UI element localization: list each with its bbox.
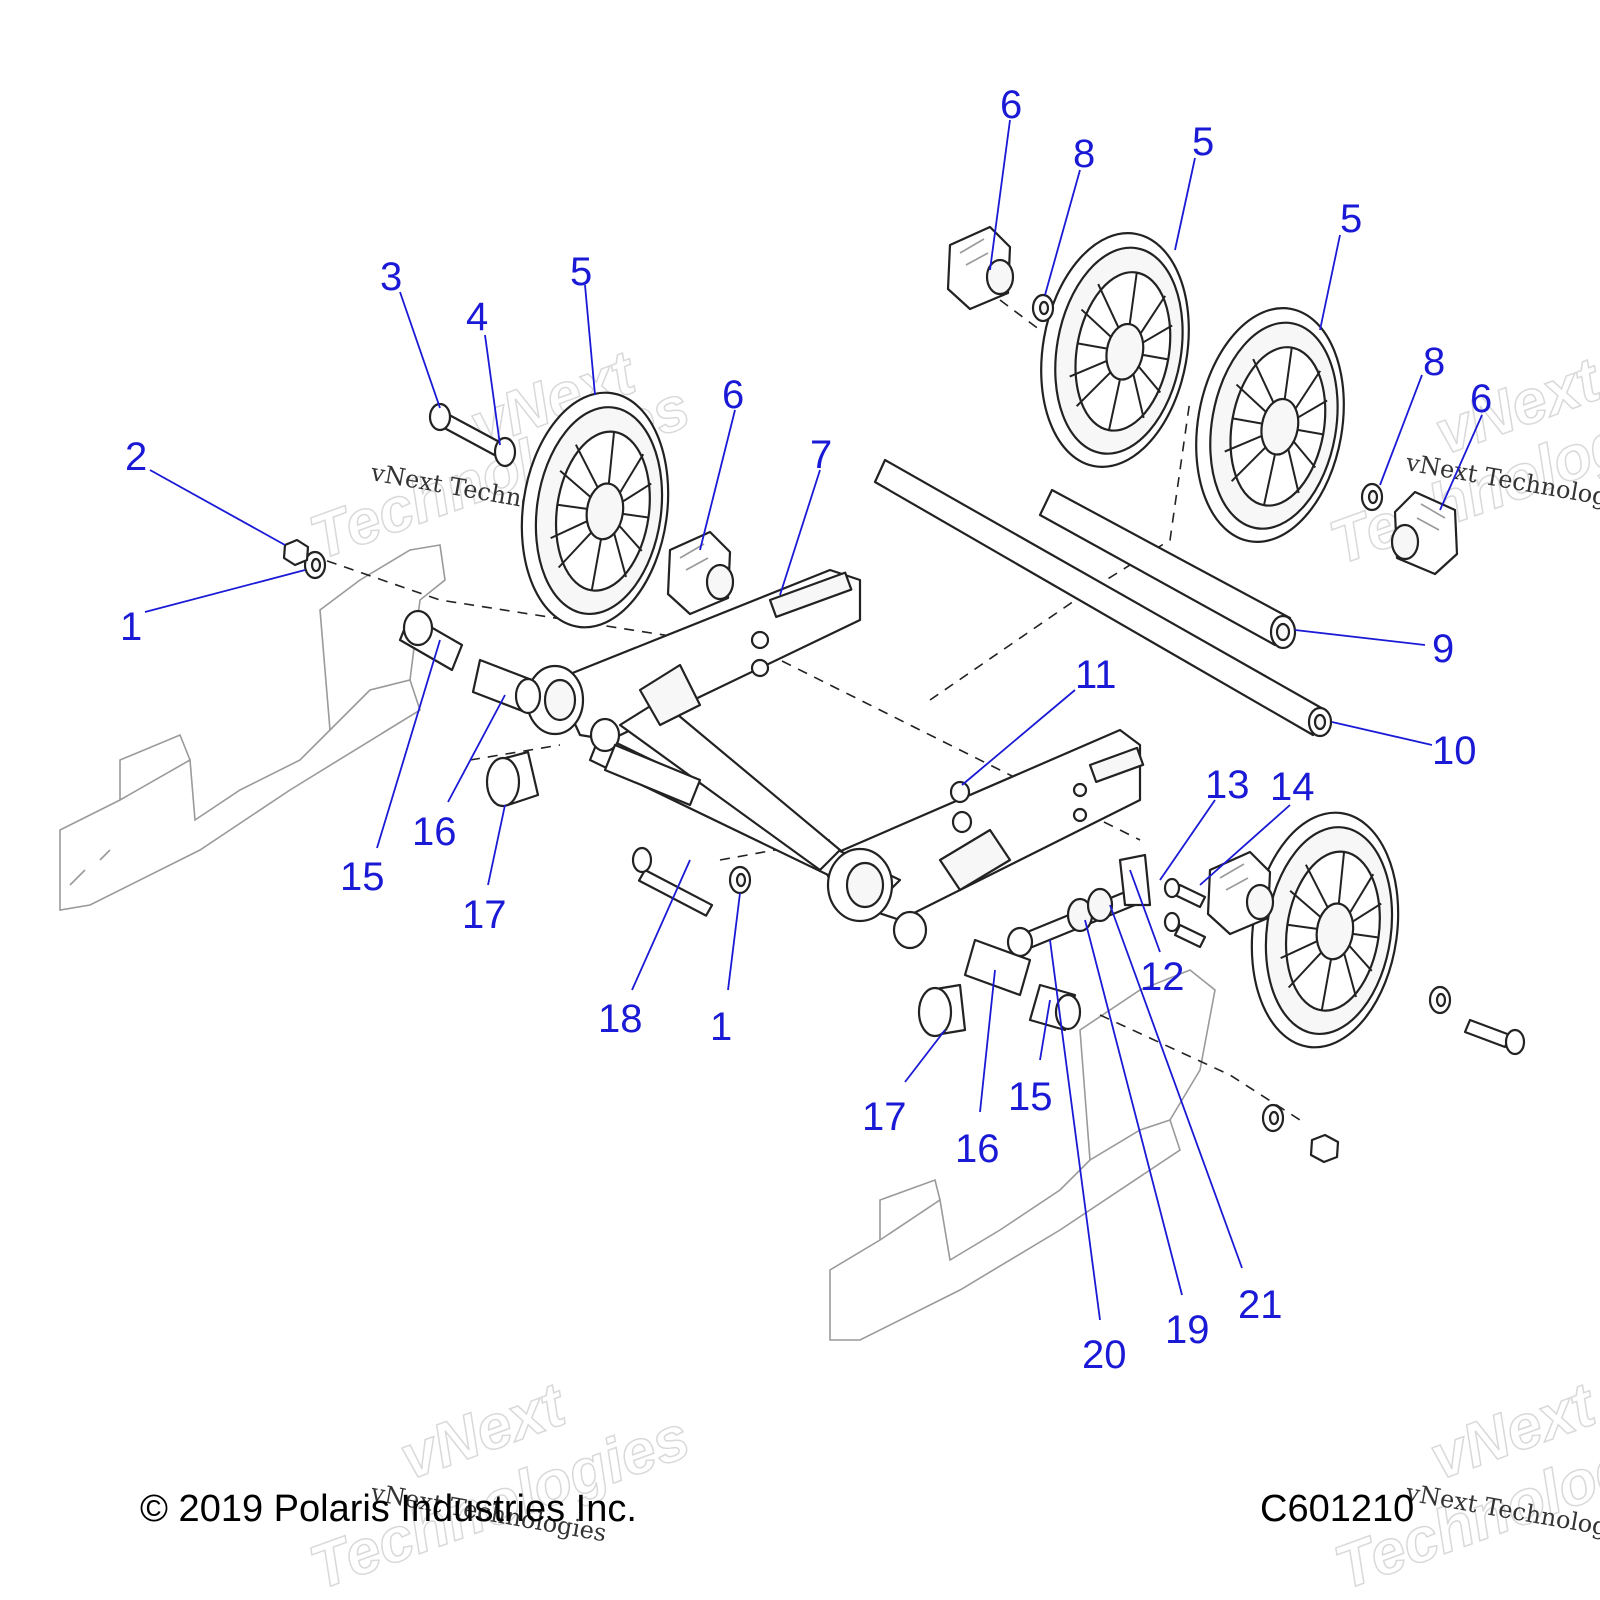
callout-14: 14: [1270, 765, 1315, 809]
callout-20: 20: [1082, 1333, 1127, 1377]
washer-8-right: [1360, 482, 1384, 512]
callout-5c: 5: [1340, 197, 1362, 241]
bushing-15-right: [1028, 983, 1082, 1032]
callout-labels: 1 1 2 3 4 5 5 5 6 6 6 7 8 8 9 10 11 12 1…: [120, 83, 1492, 1377]
callout-19: 19: [1165, 1308, 1210, 1352]
callout-17b: 17: [862, 1095, 907, 1139]
callout-5a: 5: [570, 250, 592, 294]
callout-4: 4: [466, 295, 488, 339]
leader-lines: [144, 119, 1483, 1321]
callout-2: 2: [125, 435, 147, 479]
shock-bolt-19-20-21: [1006, 853, 1152, 958]
wheel-lower-right: [1236, 802, 1414, 1058]
bolts-13-14: [1163, 877, 1207, 949]
copyright-text: © 2019 Polaris Industries Inc.: [140, 1488, 637, 1530]
bolt-lower-right: [1463, 1018, 1526, 1056]
washer-bottom-right: [1261, 1103, 1285, 1133]
callout-8b: 8: [1423, 340, 1445, 384]
rod-10: [873, 458, 1333, 738]
bushing-16-right: [963, 938, 1032, 997]
callout-12: 12: [1140, 955, 1185, 999]
bushing-15-left: [398, 609, 464, 672]
washer-8-top: [1031, 293, 1055, 323]
diagram-code: C601210: [1260, 1488, 1415, 1530]
callout-1b: 1: [710, 1005, 732, 1049]
callout-16a: 16: [412, 810, 457, 854]
callout-3: 3: [380, 255, 402, 299]
nut-bottom-right: [1309, 1133, 1340, 1164]
callout-1a: 1: [120, 605, 142, 649]
callout-6a: 6: [722, 373, 744, 417]
callout-6c: 6: [1470, 377, 1492, 421]
callout-15a: 15: [340, 855, 385, 899]
callout-9: 9: [1432, 627, 1454, 671]
right-rail-phantom: [829, 969, 1216, 1341]
bushing-17-left: [485, 750, 540, 808]
bushing-17-right: [917, 983, 967, 1038]
callout-13: 13: [1205, 763, 1250, 807]
bushing-16-left: [471, 658, 542, 715]
swing-arm-7: [525, 568, 1145, 950]
callout-11: 11: [1075, 653, 1117, 697]
callout-17a: 17: [462, 893, 507, 937]
callout-18: 18: [598, 997, 643, 1041]
callout-15b: 15: [1008, 1075, 1053, 1119]
nut-11: [949, 780, 973, 834]
callout-10: 10: [1432, 729, 1477, 773]
bracket-6-top: [946, 225, 1015, 311]
callout-5b: 5: [1192, 120, 1214, 164]
callout-16b: 16: [955, 1127, 1000, 1171]
callout-8a: 8: [1073, 132, 1095, 176]
wheel-5-top-a: [1022, 220, 1208, 480]
callout-21: 21: [1238, 1283, 1283, 1327]
callout-7: 7: [810, 433, 832, 477]
rod-9: [1038, 488, 1297, 650]
washer-1-lower: [728, 865, 752, 895]
left-rail-phantom: [59, 544, 446, 911]
callout-6b: 6: [1000, 83, 1022, 127]
bolt-3: [428, 402, 517, 468]
washer-lower-right: [1428, 985, 1452, 1015]
bolt-18: [631, 846, 714, 917]
nut-2: [282, 538, 310, 567]
